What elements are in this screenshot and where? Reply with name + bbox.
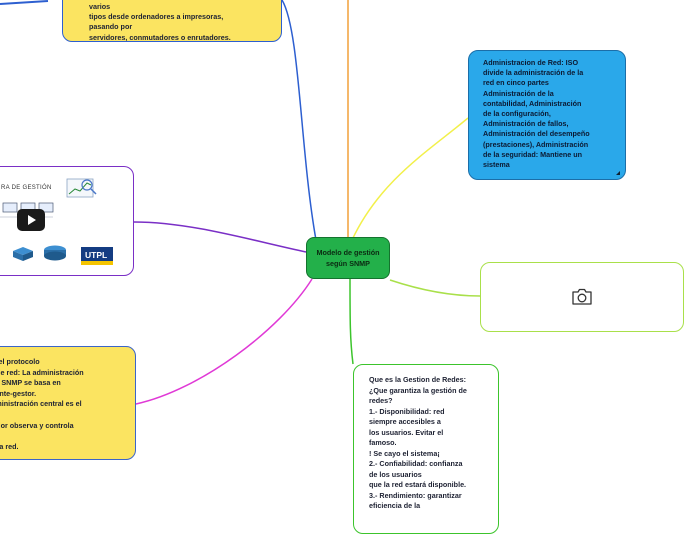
camera-icon <box>572 288 592 305</box>
chart-illustration-icon <box>66 178 97 198</box>
image-node[interactable] <box>480 262 684 332</box>
link-video-node <box>133 221 307 253</box>
utpl-logo-text: UTPL <box>85 250 107 260</box>
blue-top-stub <box>0 0 49 5</box>
link-top-note <box>281 0 317 241</box>
connector-lines <box>0 0 481 405</box>
switch-icons <box>13 245 66 261</box>
link-image-node <box>389 279 481 297</box>
expand-corner-icon[interactable] <box>616 171 620 175</box>
video-node[interactable]: RA DE GESTIÓN <box>0 166 134 276</box>
gestion-note-text: Que es la Gestion de Redes: ¿Que garanti… <box>369 375 467 510</box>
video-title: RA DE GESTIÓN <box>1 185 52 191</box>
admin-note-text: Administracion de Red: ISO divide la adm… <box>483 58 590 170</box>
note-gestion-redes[interactable]: Que es la Gestion de Redes: ¿Que garanti… <box>353 364 499 534</box>
video-thumbnail: UTPL <box>0 178 113 265</box>
link-admin-note <box>351 117 469 241</box>
utpl-logo-icon <box>81 247 113 265</box>
play-icon[interactable] <box>17 209 45 231</box>
central-topic-label: Modelo de gestión según SNMP <box>316 247 380 269</box>
protocol-note-text: nto del protocolo tion de red: La admini… <box>0 357 84 451</box>
note-top-text: varios tipos desde ordenadores a impreso… <box>89 2 231 42</box>
note-administracion-red[interactable]: Administracion de Red: ISO divide la adm… <box>468 50 626 180</box>
link-protocol-note <box>135 278 313 405</box>
central-topic[interactable]: Modelo de gestión según SNMP <box>306 237 390 279</box>
note-top-devices[interactable]: varios tipos desde ordenadores a impreso… <box>62 0 282 42</box>
note-protocolo-snmp[interactable]: nto del protocolo tion de red: La admini… <box>0 346 136 460</box>
link-gestion-note <box>349 278 354 365</box>
